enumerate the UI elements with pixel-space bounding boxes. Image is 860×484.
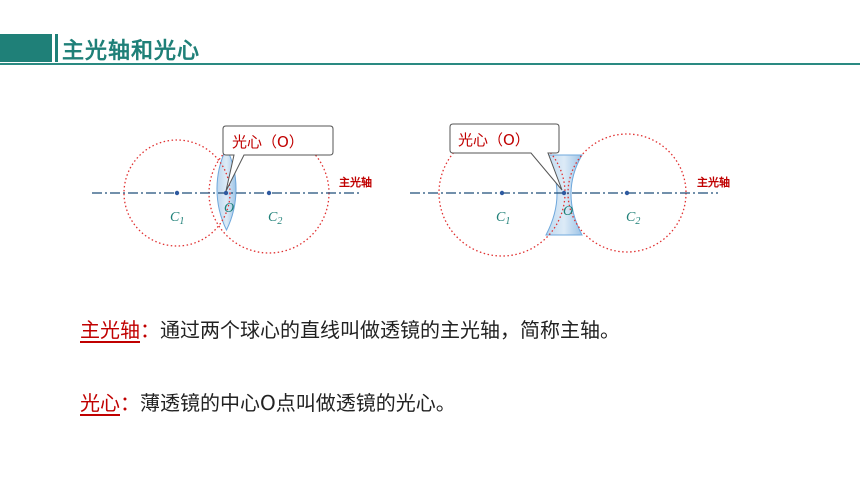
callout-text: 光心（O） (458, 131, 530, 149)
c1-label: C1 (496, 210, 510, 227)
definition-colon: ： (140, 318, 160, 342)
definition-term: 主光轴 (80, 318, 140, 342)
principal-axis-label: 主光轴 (339, 175, 372, 189)
optical-center-point (223, 190, 229, 196)
optical-center-label: O (224, 201, 234, 216)
definition-principal-axis: 主光轴：通过两个球心的直线叫做透镜的主光轴，简称主轴。 (80, 314, 620, 343)
definition-text: 通过两个球心的直线叫做透镜的主光轴，简称主轴。 (160, 318, 620, 342)
definition-colon: ： (120, 391, 140, 415)
c1-label: C1 (170, 210, 184, 227)
optical-center-point (561, 190, 567, 196)
convex-lens-diagram: C1 O C2 主光轴 光心（O） (92, 125, 372, 254)
c1-point (499, 190, 505, 196)
c1-point (174, 190, 180, 196)
c2-label: C2 (626, 210, 640, 227)
header-accent-gap (52, 34, 55, 62)
c2-point (266, 190, 272, 196)
header-accent-stripe (55, 34, 58, 62)
header-underline (0, 63, 860, 65)
callout-box (222, 125, 334, 192)
page-title: 主光轴和光心 (62, 39, 201, 64)
definition-text: 薄透镜的中心O点叫做透镜的光心。 (140, 391, 456, 415)
optical-center-label: O (563, 204, 573, 219)
callout-box (449, 123, 563, 191)
c2-label: C2 (268, 210, 282, 227)
c2-point (624, 190, 630, 196)
definition-term: 光心 (80, 391, 120, 415)
callout-text: 光心（O） (232, 133, 304, 151)
header-accent-bar (0, 34, 52, 62)
left-sphere-circle (123, 139, 231, 247)
principal-axis-label: 主光轴 (697, 175, 730, 189)
concave-lens-diagram: C1 O C2 主光轴 光心（O） (410, 123, 730, 257)
definition-optical-center: 光心：薄透镜的中心O点叫做透镜的光心。 (80, 387, 456, 416)
